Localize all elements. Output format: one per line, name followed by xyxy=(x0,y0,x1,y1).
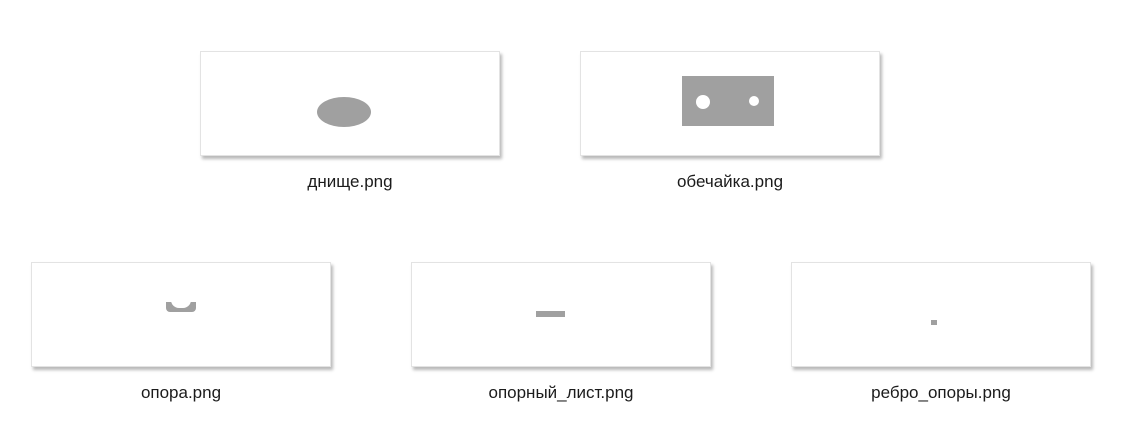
file-item-rebro-opory[interactable]: ребро_опоры.png xyxy=(791,262,1091,422)
hole-shape xyxy=(749,96,759,106)
file-name-label[interactable]: опора.png xyxy=(140,383,222,402)
bar-preview xyxy=(536,311,565,317)
file-thumbnail[interactable] xyxy=(580,51,880,156)
dot-preview xyxy=(931,320,937,325)
file-thumbnail[interactable] xyxy=(200,51,500,156)
file-item-opora[interactable]: опора.png xyxy=(31,262,331,422)
saddle-preview xyxy=(166,300,196,312)
file-name-label[interactable]: обечайка.png xyxy=(676,172,784,191)
file-item-obechaika[interactable]: обечайка.png xyxy=(580,51,880,211)
ellipse-preview xyxy=(317,97,371,127)
file-thumbnail[interactable] xyxy=(31,262,331,367)
hole-shape xyxy=(696,95,710,109)
rectangle-with-holes-preview xyxy=(682,76,774,126)
file-item-opornyi-list[interactable]: опорный_лист.png xyxy=(411,262,711,422)
file-thumbnail[interactable] xyxy=(791,262,1091,367)
file-name-label[interactable]: опорный_лист.png xyxy=(488,383,634,402)
file-name-label[interactable]: днище.png xyxy=(307,172,393,191)
file-thumbnail[interactable] xyxy=(411,262,711,367)
file-item-dnishche[interactable]: днище.png xyxy=(200,51,500,211)
file-name-label[interactable]: ребро_опоры.png xyxy=(871,383,1011,402)
